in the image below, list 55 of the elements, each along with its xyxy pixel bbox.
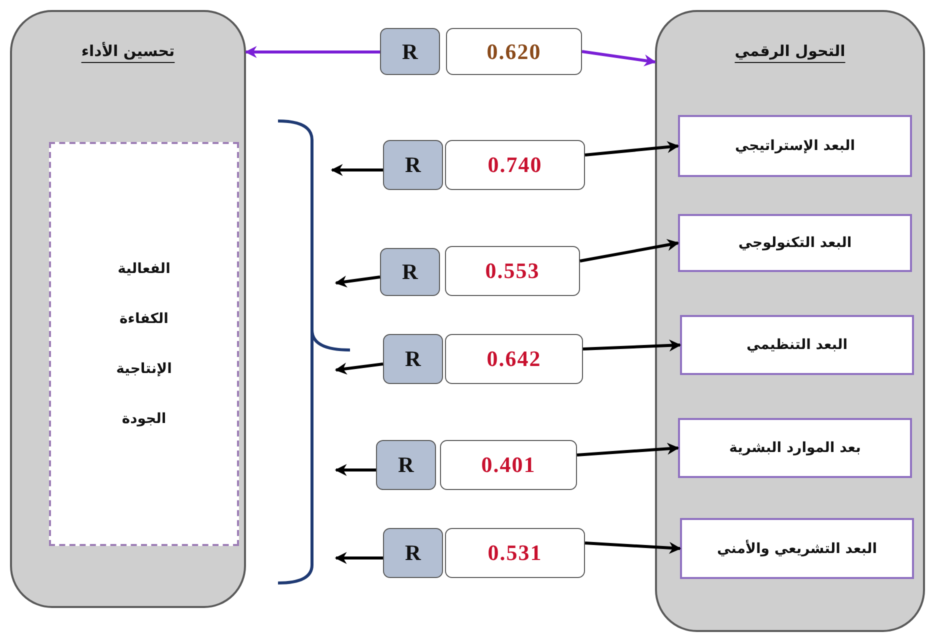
dimension-box — [678, 214, 912, 272]
indicator-label: الجودة — [122, 411, 166, 427]
correlation-value: 0.553 — [485, 258, 540, 284]
indicator-label: الإنتاجية — [116, 361, 172, 377]
r-label: R — [398, 452, 414, 478]
dimension-box — [680, 518, 914, 579]
correlation-value: 0.531 — [488, 540, 542, 566]
indicator-label: الكفاءة — [120, 311, 168, 327]
r-label: R — [405, 540, 421, 566]
r-label: R — [402, 38, 418, 64]
r-label-box — [383, 334, 443, 384]
correlation-value: 0.740 — [488, 152, 542, 178]
arrow — [580, 239, 680, 262]
arrow — [334, 552, 383, 564]
dimension-label: بعد الموارد البشرية — [729, 440, 861, 456]
arrow — [334, 464, 376, 476]
arrow — [584, 141, 680, 156]
coefficient-box — [445, 140, 585, 190]
dimension-label: البعد الإستراتيجي — [734, 138, 856, 154]
rounded-panel — [10, 10, 246, 608]
r-label: R — [402, 259, 418, 285]
dimension-label: البعد التكنولوجي — [738, 235, 852, 251]
panel-title: التحول الرقمي — [734, 42, 846, 60]
dimension-box — [680, 315, 914, 375]
arrow — [576, 442, 680, 456]
dashed-box — [49, 142, 239, 546]
correlation-value: 0.401 — [481, 452, 536, 478]
indicator-label: الفعالية — [118, 261, 170, 277]
coefficient-box — [440, 440, 577, 490]
coefficient-box — [445, 246, 580, 296]
r-label-box — [380, 28, 440, 75]
arrow — [330, 164, 383, 176]
dimension-box — [678, 115, 912, 177]
dimension-label: البعد التنظيمي — [746, 337, 848, 353]
arrow — [582, 339, 682, 352]
correlation-value: 0.642 — [486, 346, 542, 372]
dimension-box — [678, 418, 912, 478]
coefficient-box — [445, 528, 585, 578]
arrow — [584, 542, 682, 554]
correlation-value: 0.620 — [486, 38, 542, 64]
r-label-box — [383, 140, 443, 190]
arrow — [334, 276, 380, 288]
coefficient-box — [446, 28, 582, 75]
rounded-panel — [655, 10, 925, 632]
dimension-label: البعد التشريعي والأمني — [716, 540, 878, 556]
panel-title: تحسين الأداء — [81, 42, 175, 60]
r-label-box — [380, 248, 440, 296]
r-label-box — [383, 528, 443, 578]
r-label: R — [405, 346, 421, 372]
r-label-box — [376, 440, 436, 490]
arrow — [582, 50, 656, 66]
r-label: R — [405, 152, 421, 178]
arrow — [334, 362, 384, 375]
arrow — [244, 46, 380, 58]
coefficient-box — [445, 334, 583, 384]
